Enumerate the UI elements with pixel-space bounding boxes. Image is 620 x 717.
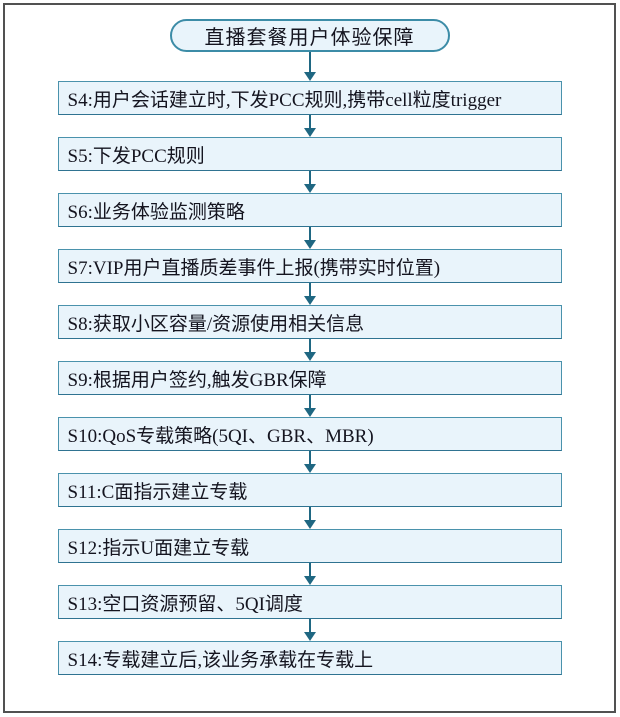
step-label-s9: S9:根据用户签约,触发GBR保障 xyxy=(67,369,327,391)
arrow-line xyxy=(308,227,311,240)
arrow-line xyxy=(308,115,311,128)
step-label-s14: S14:专载建立后,该业务承载在专载上 xyxy=(67,649,374,671)
flowchart-start-node: 直播套餐用户体验保障 xyxy=(169,19,450,52)
step-label-s8: S8:获取小区容量/资源使用相关信息 xyxy=(67,313,365,335)
arrow-down-icon xyxy=(303,171,316,193)
arrow-head-icon xyxy=(303,128,316,137)
step-label-s7: S7:VIP用户直播质差事件上报(携带实时位置) xyxy=(67,257,441,279)
arrow-down-icon xyxy=(303,115,316,137)
step-label-s4: S4:用户会话建立时,下发PCC规则,携带cell粒度trigger xyxy=(67,89,502,111)
arrow-down-icon xyxy=(303,395,316,417)
step-box-s11: S11:C面指示建立专载 xyxy=(57,473,562,507)
arrow-down-icon xyxy=(303,451,316,473)
arrow-head-icon xyxy=(303,632,316,641)
arrow-line xyxy=(308,283,311,296)
arrow-line xyxy=(308,619,311,632)
arrow-down-icon xyxy=(303,619,316,641)
step-box-s8: S8:获取小区容量/资源使用相关信息 xyxy=(57,305,562,339)
step-box-s4: S4:用户会话建立时,下发PCC规则,携带cell粒度trigger xyxy=(57,81,562,115)
arrow-down-icon xyxy=(303,227,316,249)
arrow-down-icon xyxy=(303,283,316,305)
arrow-head-icon xyxy=(303,464,316,473)
arrow-line xyxy=(308,451,311,464)
step-label-s6: S6:业务体验监测策略 xyxy=(67,201,245,223)
arrow-head-icon xyxy=(303,576,316,585)
arrow-line xyxy=(308,563,311,576)
flowchart-title: 直播套餐用户体验保障 xyxy=(204,27,415,49)
arrow-head-icon xyxy=(303,352,316,361)
arrow-down-icon xyxy=(303,339,316,361)
step-box-s5: S5:下发PCC规则 xyxy=(57,137,562,171)
step-label-s13: S13:空口资源预留、5QI调度 xyxy=(67,593,303,615)
arrow-line xyxy=(308,395,311,408)
step-label-s11: S11:C面指示建立专载 xyxy=(67,481,248,503)
step-box-s9: S9:根据用户签约,触发GBR保障 xyxy=(57,361,562,395)
figure-frame: 直播套餐用户体验保障 S4:用户会话建立时,下发PCC规则,携带cell粒度tr… xyxy=(3,3,616,713)
arrow-down-icon xyxy=(303,52,316,81)
step-label-s12: S12:指示U面建立专载 xyxy=(67,537,250,559)
arrow-down-icon xyxy=(303,507,316,529)
arrow-line xyxy=(308,171,311,184)
arrow-line xyxy=(308,339,311,352)
arrow-head-icon xyxy=(303,184,316,193)
step-box-s6: S6:业务体验监测策略 xyxy=(57,193,562,227)
arrow-line xyxy=(308,507,311,520)
arrow-head-icon xyxy=(303,296,316,305)
arrow-head-icon xyxy=(303,240,316,249)
step-box-s10: S10:QoS专载策略(5QI、GBR、MBR) xyxy=(57,417,562,451)
step-label-s10: S10:QoS专载策略(5QI、GBR、MBR) xyxy=(67,425,374,447)
step-box-s14: S14:专载建立后,该业务承载在专载上 xyxy=(57,641,562,675)
arrow-head-icon xyxy=(303,520,316,529)
step-box-s12: S12:指示U面建立专载 xyxy=(57,529,562,563)
step-box-s13: S13:空口资源预留、5QI调度 xyxy=(57,585,562,619)
arrow-head-icon xyxy=(303,408,316,417)
step-box-s7: S7:VIP用户直播质差事件上报(携带实时位置) xyxy=(57,249,562,283)
step-label-s5: S5:下发PCC规则 xyxy=(67,145,205,167)
arrow-head-icon xyxy=(303,72,316,81)
arrow-line xyxy=(308,52,311,72)
arrow-down-icon xyxy=(303,563,316,585)
